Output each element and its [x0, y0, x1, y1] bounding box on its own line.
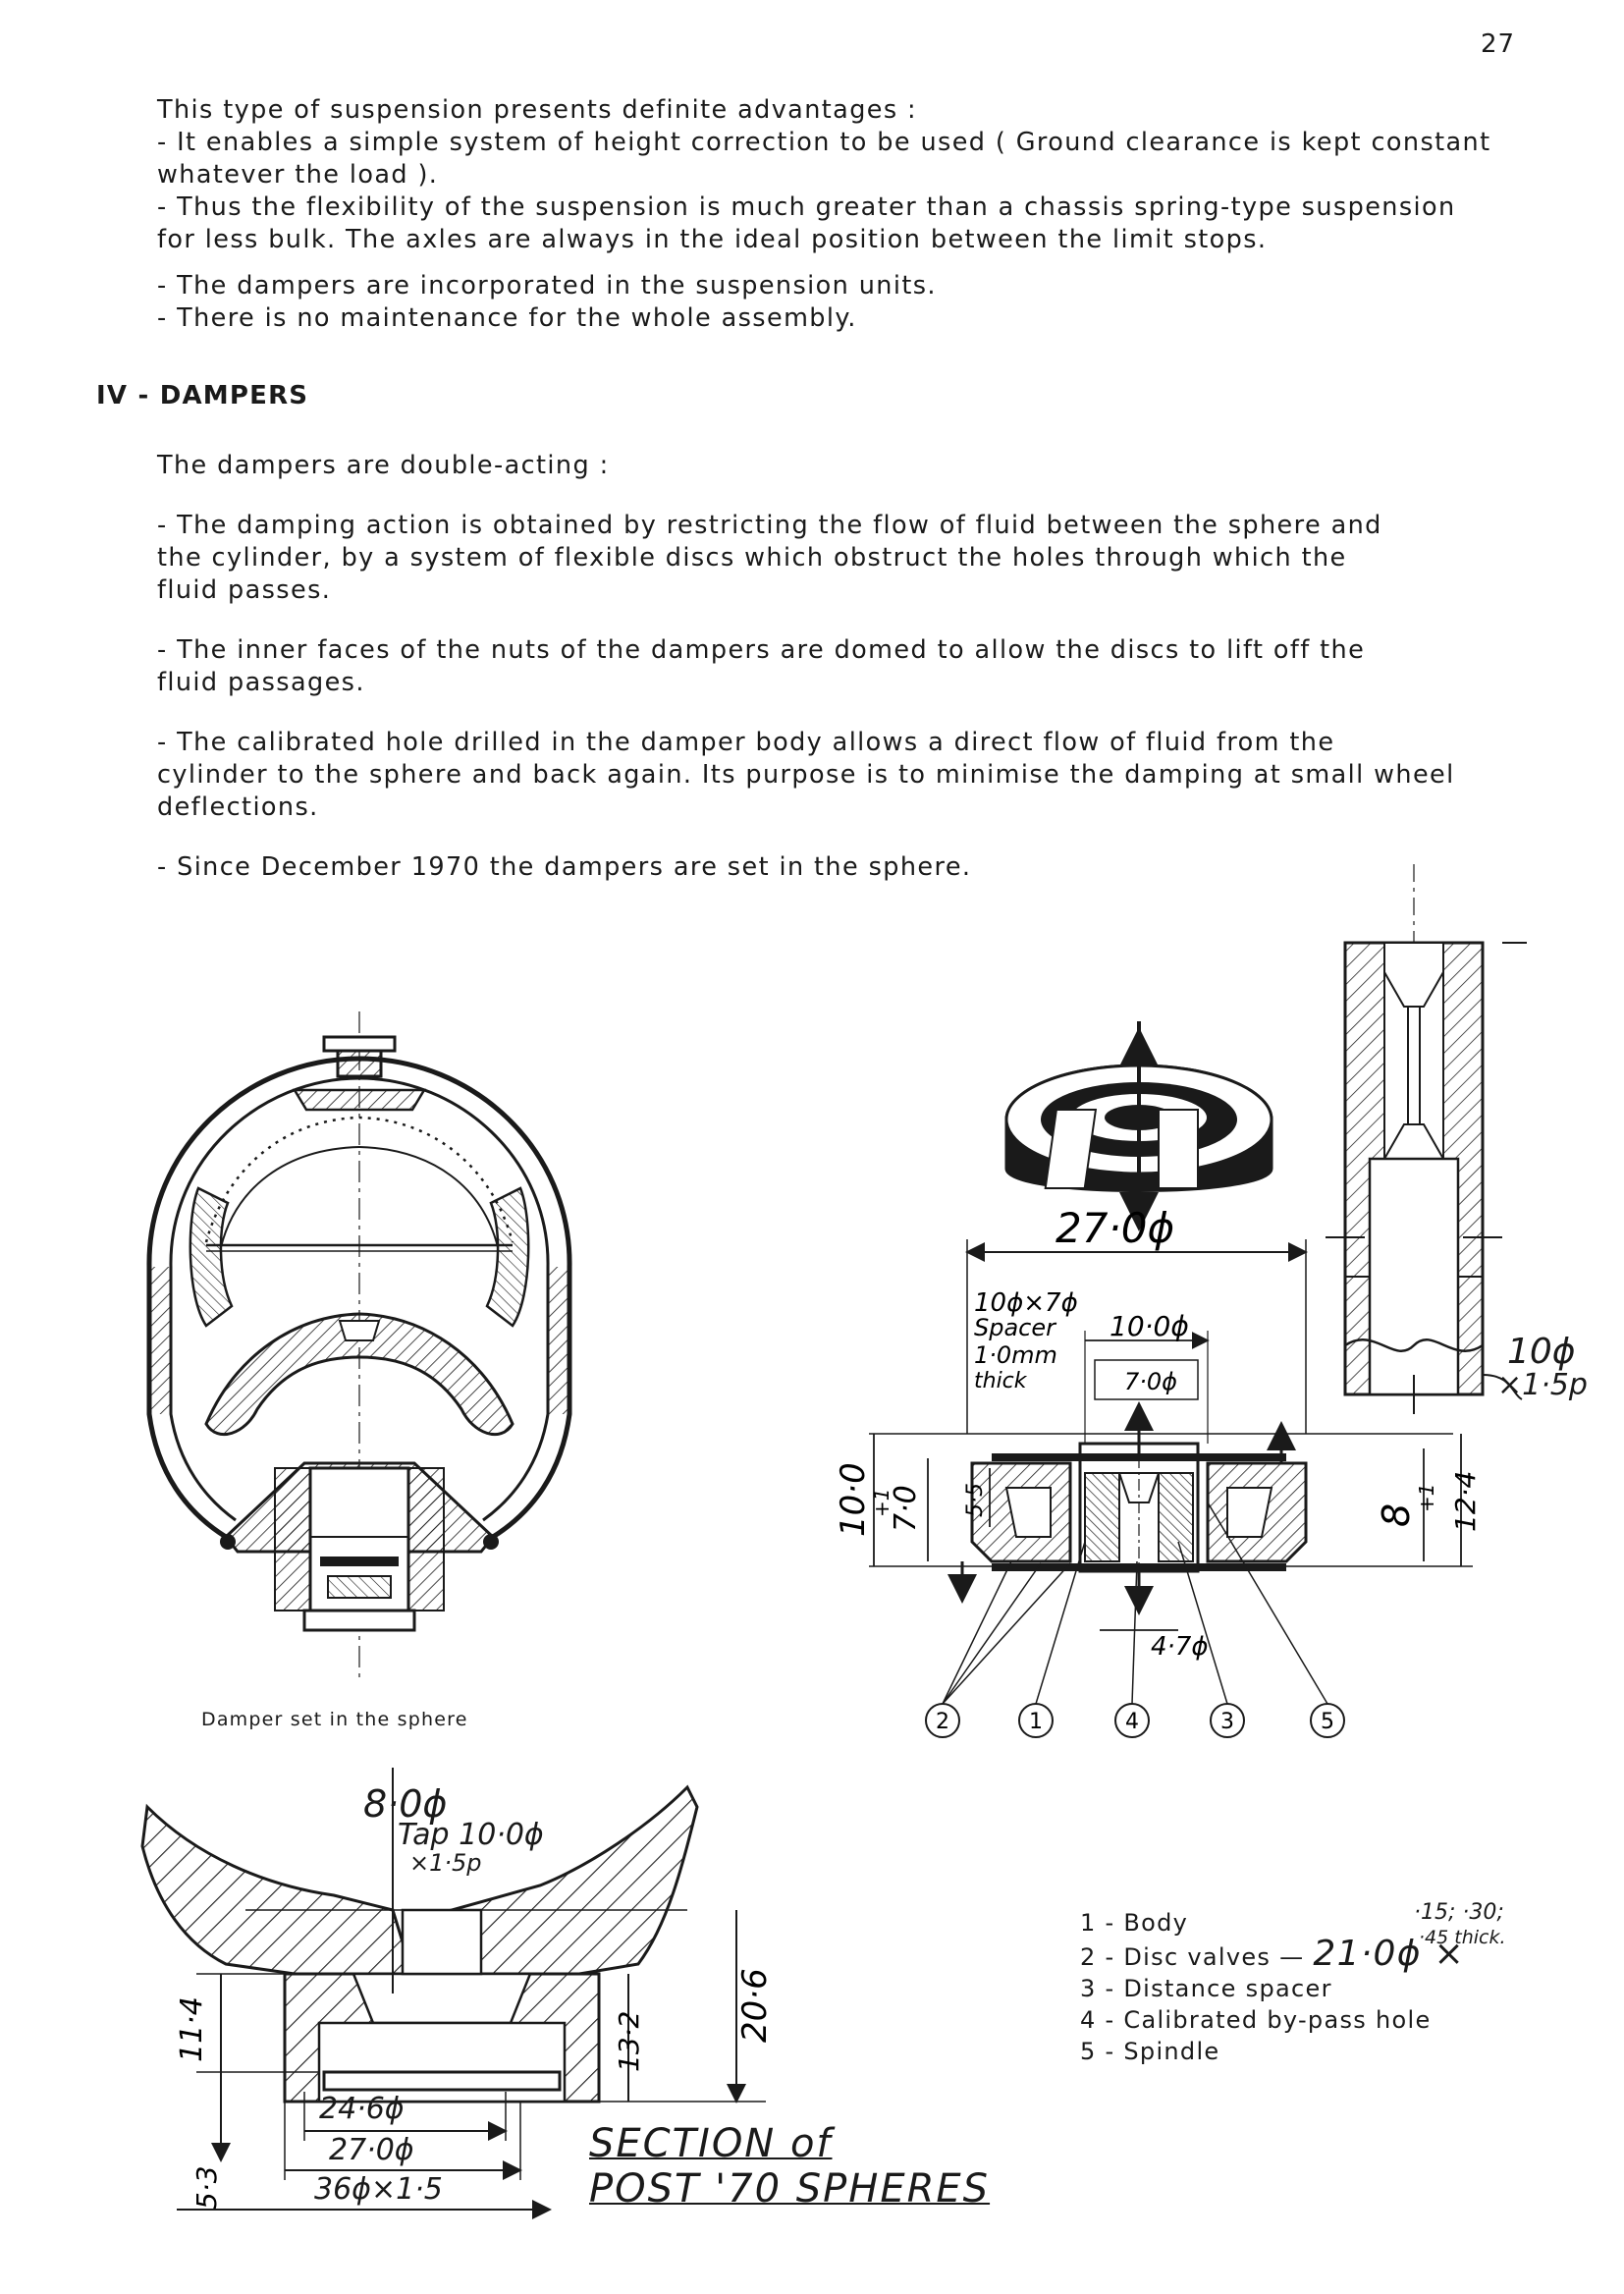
dim-spacer-line4: thick: [974, 1369, 1028, 1393]
dim-height-left-tol: +1: [870, 1489, 893, 1517]
disc-dimension: 21·0ϕ ×: [1313, 1934, 1466, 1974]
damper-cross-section-svg: 27·0ϕ 10ϕ×7ϕ Spacer 1·0mm thick 10·0ϕ 7·…: [834, 1021, 1482, 1738]
damper-3d-view: [1004, 1021, 1273, 1231]
dim-bottom-dia: 4·7ϕ: [1151, 1632, 1209, 1662]
damper-drawing: 27·0ϕ 10ϕ×7ϕ Spacer 1·0mm thick 10·0ϕ 7·…: [746, 1011, 1492, 1738]
section-bullet-1: - The damping action is obtained by rest…: [157, 511, 1382, 605]
dim-left-b: 5·3: [190, 2165, 223, 2210]
disc-thickness-2: ·45 thick.: [1419, 1927, 1506, 1948]
dim-overall-dia: 27·0ϕ: [1056, 1204, 1174, 1252]
callout-1: 1: [1029, 1710, 1043, 1734]
legend-item-4: 4 - Calibrated by-pass hole: [1080, 2006, 1432, 2034]
dim-height-total: 12·4: [1449, 1471, 1482, 1532]
dim-spacer-line3: 1·0mm: [974, 1341, 1057, 1369]
legend-item-2: 2 - Disc valves — 21·0ϕ ×: [1080, 1934, 1466, 1974]
section-bullet-2: - The inner faces of the nuts of the dam…: [157, 635, 1366, 697]
spindle-svg: [1326, 864, 1527, 1414]
section-dim-inner: 24·6ϕ: [319, 2092, 405, 2126]
callout-4: 4: [1125, 1710, 1139, 1734]
sphere-drawing: [128, 1002, 638, 1689]
section-bullet-3: - The calibrated hole drilled in the dam…: [157, 728, 1455, 822]
page-number: 27: [1481, 29, 1516, 59]
intro-bullet-1: - It enables a simple system of height c…: [157, 128, 1491, 190]
callout-5: 5: [1321, 1710, 1334, 1734]
dim-height-right: 8: [1375, 1503, 1418, 1527]
dim-inner-dia: 10·0ϕ: [1110, 1310, 1189, 1342]
parts-legend: 1 - Body 2 - Disc valves — 21·0ϕ × 3 - D…: [1080, 1907, 1465, 2067]
dim-height-left: 10·0: [834, 1462, 873, 1537]
section-dim-tap: Tap 10·0ϕ ×1·5p: [398, 1818, 544, 1878]
dim-height-mid: 7·0: [889, 1485, 923, 1532]
section-bullet-4: - Since December 1970 the dampers are se…: [157, 852, 972, 882]
legend-item-3: 3 - Distance spacer: [1080, 1975, 1332, 2002]
dim-spacer-line1: 10ϕ×7ϕ: [974, 1288, 1078, 1318]
disc-thickness-1: ·15; ·30;: [1414, 1900, 1504, 1925]
legend-item-5: 5 - Spindle: [1080, 2038, 1220, 2065]
spindle-drawing: [1316, 864, 1551, 1414]
section-dim-outer: 36ϕ×1·5: [314, 2172, 443, 2207]
sphere-cross-section-svg: [146, 1011, 572, 1679]
section-drawing: 11·4 5·3 13·2 20·6: [118, 1748, 805, 2219]
spindle-thread-label: 10ϕ ×1·5p: [1497, 1332, 1588, 1402]
dim-height-inner: 5·5: [963, 1483, 988, 1517]
dim-right: 20·6: [735, 1968, 775, 2043]
section-svg: 11·4 5·3 13·2 20·6: [140, 1768, 775, 2219]
damper-body-section: [869, 1401, 1473, 1615]
intro-lead: This type of suspension presents definit…: [157, 95, 918, 125]
dim-height-right-tol: +1: [1415, 1484, 1438, 1512]
intro-bullet-2: - Thus the flexibility of the suspension…: [157, 192, 1456, 254]
section-title: SECTION of POST '70 SPHERES: [589, 2121, 991, 2212]
intro-bullet-3: - The dampers are incorporated in the su…: [157, 271, 937, 300]
section-dim-mid: 27·0ϕ: [329, 2133, 414, 2167]
section-dim-top: 8·0ϕ: [363, 1782, 448, 1826]
dim-spacer-line2: Spacer: [974, 1314, 1057, 1341]
callout-3: 3: [1220, 1710, 1234, 1734]
legend-item-1: 1 - Body: [1080, 1909, 1189, 1937]
section-text: The dampers are double-acting : - The da…: [157, 450, 1463, 884]
section-heading: IV - DAMPERS: [96, 381, 309, 410]
callout-2: 2: [936, 1710, 949, 1734]
intro-text: This type of suspension presents definit…: [157, 94, 1491, 335]
intro-bullet-4: - There is no maintenance for the whole …: [157, 303, 857, 333]
section-lead: The dampers are double-acting :: [157, 451, 610, 480]
dim-left-a: 11·4: [175, 1996, 209, 2062]
sphere-caption: Damper set in the sphere: [201, 1709, 468, 1730]
dim-hole-dia: 7·0ϕ: [1124, 1368, 1177, 1395]
dim-mid: 13·2: [613, 2011, 645, 2072]
